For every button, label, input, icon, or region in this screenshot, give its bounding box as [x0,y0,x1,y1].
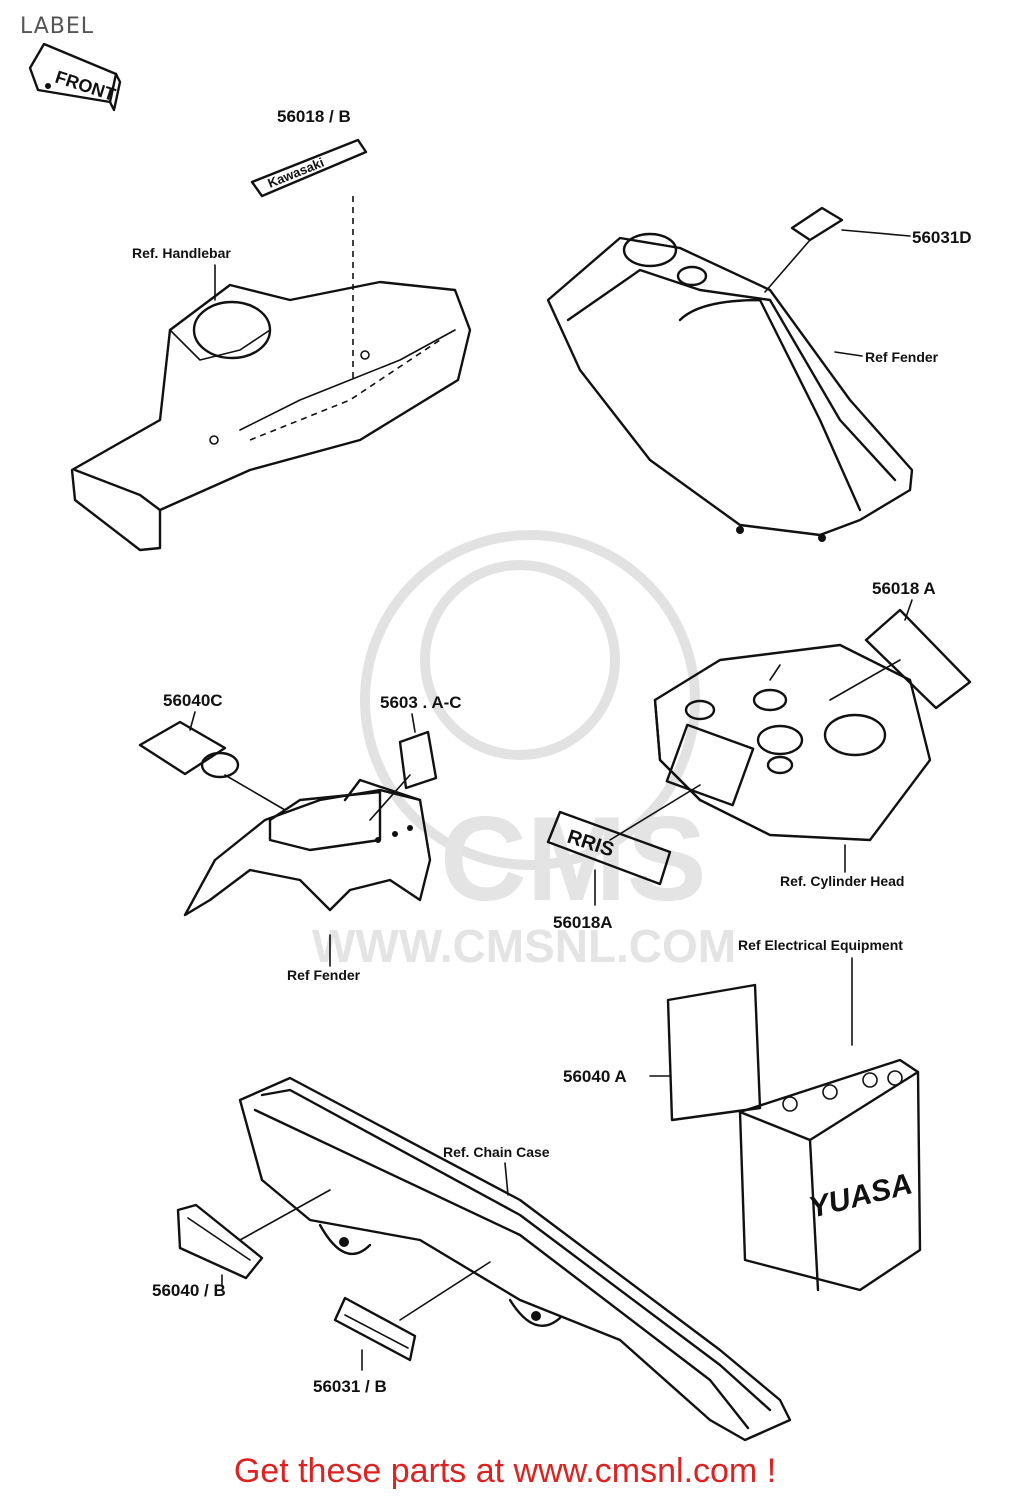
page-title: LABEL [20,14,95,39]
battery: YUASA [738,1058,922,1292]
cylinder-head [653,643,932,842]
callout-5603-ac: 5603 . A-C [380,693,462,712]
label-56040c [138,720,240,779]
label-56040-b [176,1203,264,1280]
ref-chain-case: Ref. Chain Case [443,1144,550,1160]
label-56031d [790,206,844,242]
chain-case [238,1076,792,1442]
front-label: FRONT [53,67,118,105]
callout-56040a: 56040 A [563,1067,627,1086]
watermark-logo: CMS WWW.CMSNL.COM [312,530,736,972]
callout-56031d: 56031D [912,228,972,247]
callout-56018-b: 56018 / B [277,107,351,126]
watermark-logo-text: CMS [440,792,707,926]
callout-56018a-mid: 56018A [553,913,613,932]
callout-56018a-top: 56018 A [872,579,936,598]
callout-56031-b: 56031 / B [313,1377,387,1396]
kawasaki-label: Kawasaki [250,138,368,198]
ref-handlebar: Ref. Handlebar [132,245,231,261]
ref-fender-rear: Ref Fender [287,967,361,983]
footer-promo-link[interactable]: Get these parts at www.cmsnl.com ! [233,1452,777,1490]
rear-fender [183,778,432,917]
handlebar-cover [70,280,472,552]
callout-56040-b: 56040 / B [152,1281,226,1300]
ref-cylinder-head: Ref. Cylinder Head [780,873,904,889]
callout-56040c: 56040C [163,691,223,710]
label-56018a-top [864,608,972,710]
ref-electrical-equipment: Ref Electrical Equipment [738,937,903,953]
watermark-url: WWW.CMSNL.COM [312,920,736,972]
battery-brand: YUASA [806,1167,916,1224]
front-fender [546,232,914,542]
ref-fender-top: Ref Fender [865,349,939,365]
label-56040a [666,983,762,1122]
label-56031-b [333,1296,417,1362]
front-arrow-icon: FRONT [28,42,122,112]
label-5603-ac [398,730,438,790]
